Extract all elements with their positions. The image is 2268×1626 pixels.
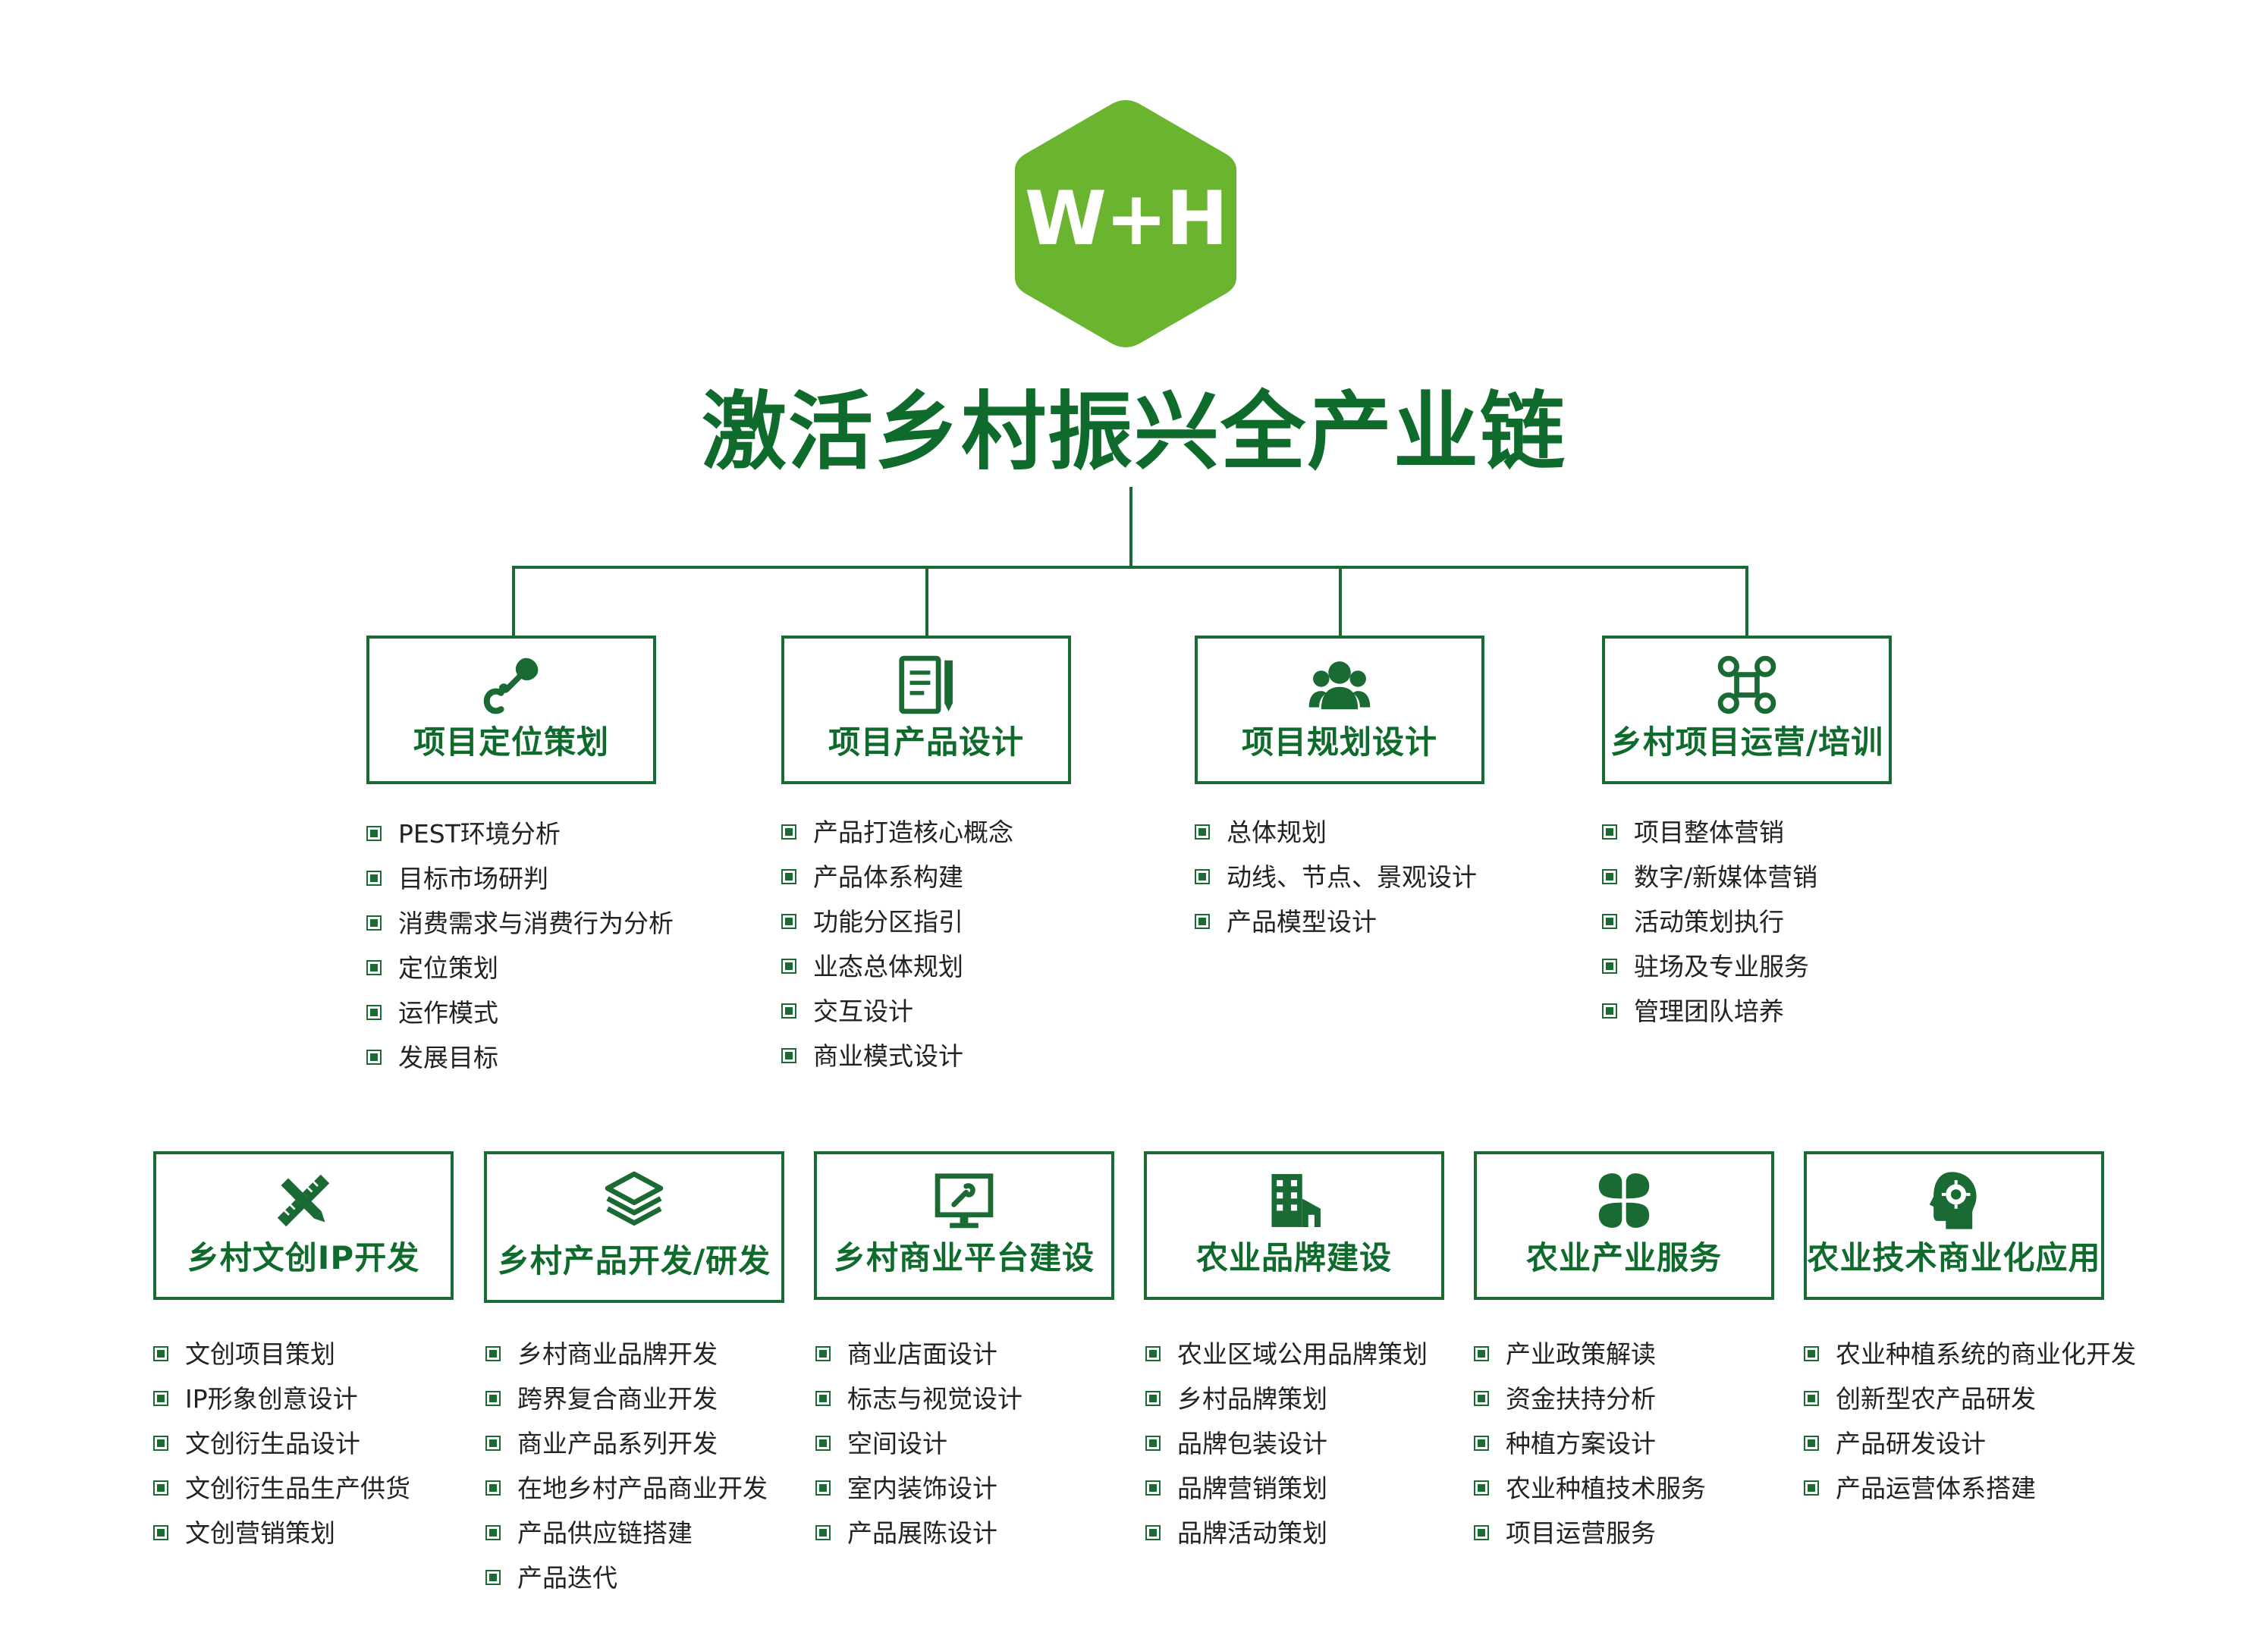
list-item: 室内装饰设计 [815,1466,1022,1511]
list-item: 驻场及专业服务 [1602,944,1817,989]
item-list-tech: 农业种植系统的商业化开发 创新型农产品研发 产品研发设计 产品运营体系搭建 [1804,1332,2136,1511]
list-item: 资金扶持分析 [1474,1376,1706,1421]
category-box-planning[interactable]: 项目规划设计 [1195,636,1484,784]
item-list-product-design: 产品打造核心概念 产品体系构建 功能分区指引 业态总体规划 交互设计 商业模式设… [781,810,1013,1078]
list-item: 文创衍生品设计 [153,1421,410,1466]
list-item: 产品打造核心概念 [781,810,1013,855]
item-list-ip: 文创项目策划 IP形象创意设计 文创衍生品设计 文创衍生品生产供货 文创营销策划 [153,1332,410,1555]
item-list-platform: 商业店面设计 标志与视觉设计 空间设计 室内装饰设计 产品展陈设计 [815,1332,1022,1555]
item-list-product-dev: 乡村商业品牌开发 跨界复合商业开发 商业产品系列开发 在地乡村产品商业开发 产品… [485,1332,768,1600]
category-box-operations[interactable]: 乡村项目运营/培训 [1602,636,1892,784]
category-label: 乡村商业平台建设 [833,1239,1095,1276]
list-item: 产品模型设计 [1195,899,1477,944]
category-box-ip[interactable]: 乡村文创IP开发 [153,1151,454,1300]
list-item: 品牌包装设计 [1145,1421,1428,1466]
page-title: 激活乡村振兴全产业链 [702,383,1566,482]
category-label: 农业技术商业化应用 [1807,1239,2101,1276]
item-list-operations: 项目整体营销 数字/新媒体营销 活动策划执行 驻场及专业服务 管理团队培养 [1602,810,1817,1034]
list-item: 空间设计 [815,1421,1022,1466]
list-item: 种植方案设计 [1474,1421,1706,1466]
network-nodes-icon [1605,652,1889,716]
list-item: 品牌营销策划 [1145,1466,1428,1511]
list-item: 商业产品系列开发 [485,1421,768,1466]
ruler-pencil-icon [156,1168,451,1232]
category-label: 项目定位策划 [413,724,609,761]
list-item: 文创衍生品生产供货 [153,1466,410,1511]
category-box-platform[interactable]: 乡村商业平台建设 [814,1151,1114,1300]
list-item: 项目运营服务 [1474,1511,1706,1555]
list-item: 运作模式 [366,990,674,1035]
hexagon-logo-icon [1015,100,1236,347]
list-item: 文创项目策划 [153,1332,410,1376]
list-item: 创新型农产品研发 [1804,1376,2136,1421]
monitor-tools-icon [817,1168,1111,1232]
list-item: 管理团队培养 [1602,989,1817,1034]
list-item: 动线、节点、景观设计 [1195,855,1477,899]
category-box-positioning[interactable]: 项目定位策划 [366,636,656,784]
category-box-product-design[interactable]: 项目产品设计 [781,636,1071,784]
building-icon [1147,1168,1441,1232]
category-label: 乡村文创IP开发 [187,1239,420,1276]
category-label: 乡村产品开发/研发 [497,1242,771,1279]
list-item: 产品展陈设计 [815,1511,1022,1555]
list-item: 发展目标 [366,1035,674,1080]
pen-nib-icon [369,652,653,716]
clover-icon [1477,1168,1771,1232]
list-item: 农业种植技术服务 [1474,1466,1706,1511]
list-item: 乡村商业品牌开发 [485,1332,768,1376]
list-item: IP形象创意设计 [153,1376,410,1421]
list-item: 业态总体规划 [781,944,1013,989]
category-box-brand[interactable]: 农业品牌建设 [1144,1151,1444,1300]
list-item: 活动策划执行 [1602,899,1817,944]
item-list-planning: 总体规划 动线、节点、景观设计 产品模型设计 [1195,810,1477,944]
item-list-positioning: PEST环境分析 目标市场研判 消费需求与消费行为分析 定位策划 运作模式 发展… [366,811,674,1080]
list-item: 产品运营体系搭建 [1804,1466,2136,1511]
list-item: 产品体系构建 [781,855,1013,899]
item-list-brand: 农业区域公用品牌策划 乡村品牌策划 品牌包装设计 品牌营销策划 品牌活动策划 [1145,1332,1428,1555]
list-item: 产品供应链搭建 [485,1511,768,1555]
list-item: 农业区域公用品牌策划 [1145,1332,1428,1376]
head-gear-icon [1807,1168,2101,1232]
document-edit-icon [784,652,1068,716]
list-item: 定位策划 [366,946,674,990]
list-item: 总体规划 [1195,810,1477,855]
category-label: 乡村项目运营/培训 [1610,724,1884,761]
category-label: 农业品牌建设 [1195,1239,1392,1276]
list-item: 乡村品牌策划 [1145,1376,1428,1421]
list-item: 商业店面设计 [815,1332,1022,1376]
category-label: 农业产业服务 [1525,1239,1722,1276]
list-item: 产品迭代 [485,1555,768,1600]
brand-logo: W+H [1010,96,1241,352]
logo-text: W+H [1024,176,1228,262]
category-label: 项目规划设计 [1241,724,1437,761]
list-item: 商业模式设计 [781,1034,1013,1078]
list-item: 交互设计 [781,989,1013,1034]
category-box-tech[interactable]: 农业技术商业化应用 [1804,1151,2104,1300]
list-item: PEST环境分析 [366,811,674,856]
list-item: 跨界复合商业开发 [485,1376,768,1421]
list-item: 产品研发设计 [1804,1421,2136,1466]
category-label: 项目产品设计 [828,724,1024,761]
list-item: 产业政策解读 [1474,1332,1706,1376]
list-item: 文创营销策划 [153,1511,410,1555]
list-item: 数字/新媒体营销 [1602,855,1817,899]
people-group-icon [1198,652,1481,716]
list-item: 目标市场研判 [366,856,674,901]
item-list-industry: 产业政策解读 资金扶持分析 种植方案设计 农业种植技术服务 项目运营服务 [1474,1332,1706,1555]
list-item: 项目整体营销 [1602,810,1817,855]
list-item: 标志与视觉设计 [815,1376,1022,1421]
category-box-product-dev[interactable]: 乡村产品开发/研发 [484,1151,784,1303]
list-item: 农业种植系统的商业化开发 [1804,1332,2136,1376]
category-box-industry[interactable]: 农业产业服务 [1474,1151,1774,1300]
list-item: 在地乡村产品商业开发 [485,1466,768,1511]
list-item: 功能分区指引 [781,899,1013,944]
list-item: 消费需求与消费行为分析 [366,901,674,946]
list-item: 品牌活动策划 [1145,1511,1428,1555]
layers-icon [487,1168,781,1232]
